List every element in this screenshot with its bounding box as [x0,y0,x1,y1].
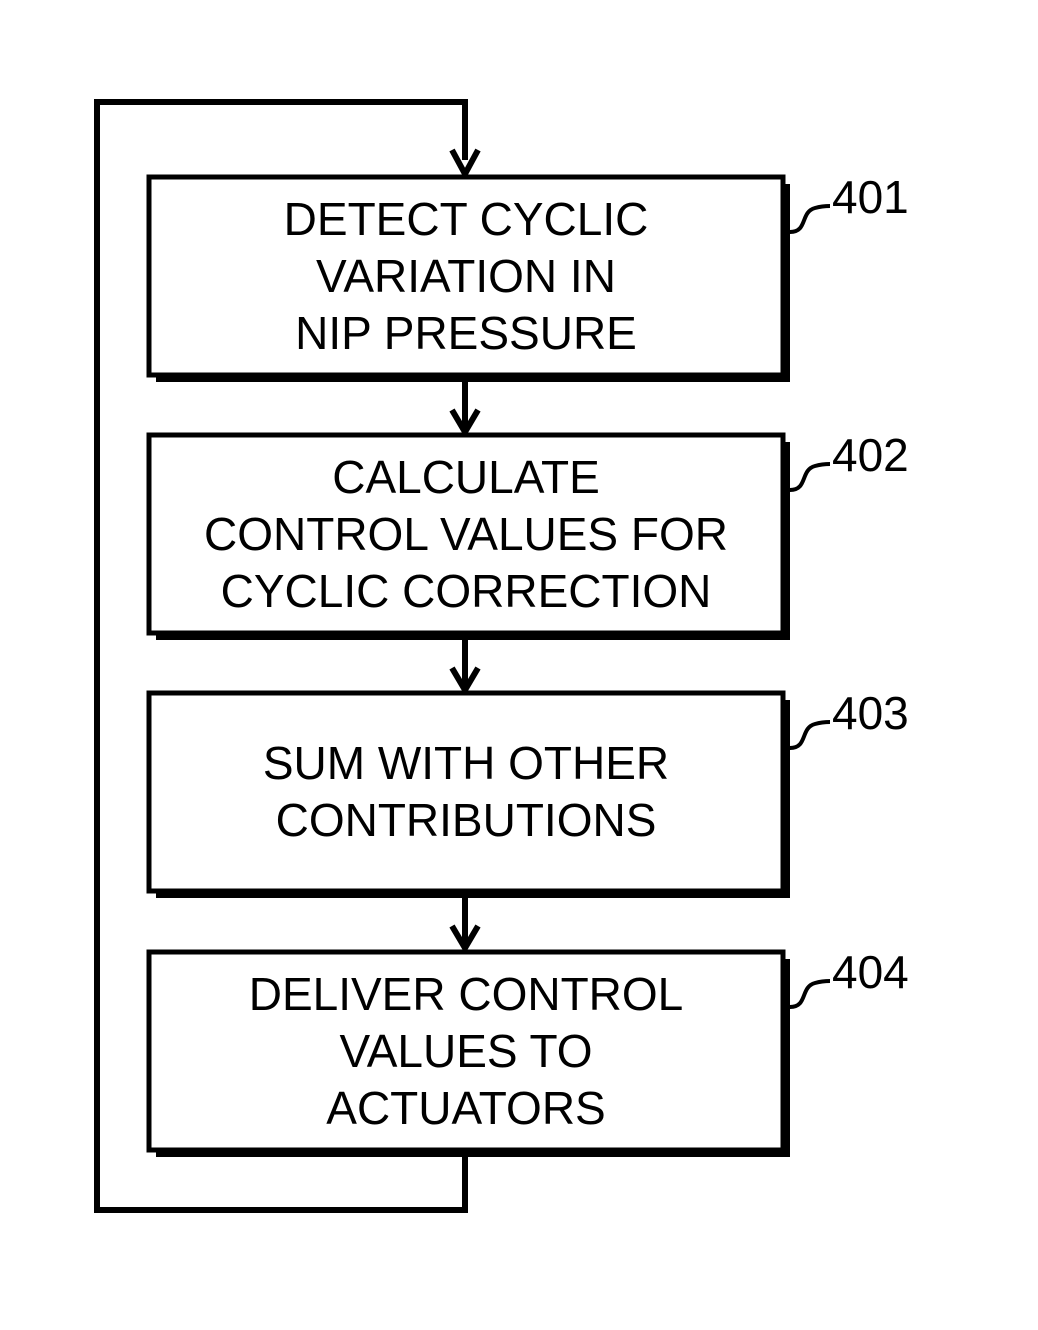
step-403-line-2: CONTRIBUTIONS [263,792,669,849]
step-text-401: DETECT CYCLIC VARIATION IN NIP PRESSURE [149,177,783,375]
ref-leader-403 [790,722,830,748]
step-404-line-3: ACTUATORS [249,1080,684,1137]
step-404-line-2: VALUES TO [249,1023,684,1080]
ref-label-402: 402 [832,432,909,478]
ref-label-401: 401 [832,174,909,220]
step-404-line-1: DELIVER CONTROL [249,966,684,1023]
step-401-line-3: NIP PRESSURE [284,305,649,362]
ref-label-404: 404 [832,949,909,995]
step-401-line-2: VARIATION IN [284,248,649,305]
step-text-404: DELIVER CONTROL VALUES TO ACTUATORS [149,952,783,1150]
step-text-403: SUM WITH OTHER CONTRIBUTIONS [149,693,783,891]
ref-label-403: 403 [832,690,909,736]
ref-leader-402 [790,464,830,490]
step-402-line-3: CYCLIC CORRECTION [204,563,728,620]
step-403-line-1: SUM WITH OTHER [263,735,669,792]
step-402-line-1: CALCULATE [204,449,728,506]
step-text-402: CALCULATE CONTROL VALUES FOR CYCLIC CORR… [149,435,783,633]
ref-leader-401 [790,206,830,232]
ref-leader-404 [790,981,830,1007]
step-402-line-2: CONTROL VALUES FOR [204,506,728,563]
step-401-line-1: DETECT CYCLIC [284,191,649,248]
